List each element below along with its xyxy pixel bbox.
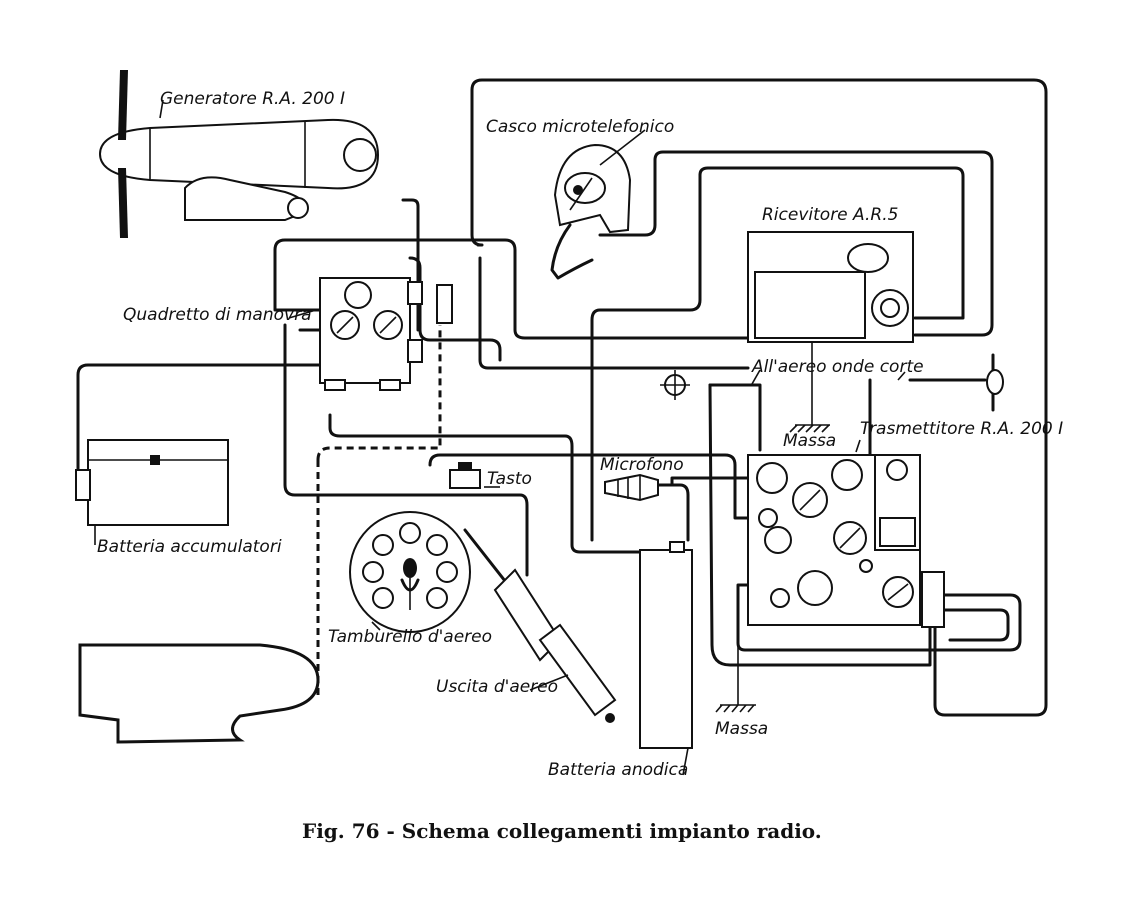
anode-battery-label: Batteria anodica (548, 760, 688, 780)
antenna-outlet-label: Uscita d'aereo (436, 677, 558, 697)
ground-label-receiver: Massa (783, 431, 836, 451)
control-panel: Quadretto di manovra (123, 277, 453, 391)
control-panel-label: Quadretto di manovra (123, 305, 312, 325)
receiver-label: Ricevitore A.R.5 (762, 205, 898, 225)
ground-symbol-transmitter: Massa (715, 585, 768, 739)
ground-symbol-receiver (789, 424, 830, 433)
ground-label-transmitter: Massa (715, 719, 768, 739)
figure-caption: Fig. 76 - Schema collegamenti impianto r… (302, 819, 822, 843)
transmitter-label: Trasmettitore R.A. 200 I (860, 419, 1063, 439)
morse-key: Tasto (449, 462, 532, 489)
headset: Casco microtelefonico (486, 117, 674, 280)
headset-label: Casco microtelefonico (486, 117, 674, 137)
microphone-label: Microfono (600, 455, 684, 475)
aircraft-outline (78, 643, 320, 744)
accumulator-battery: Batteria accumulatori (75, 439, 282, 557)
transmitter-ra200: Trasmettitore R.A. 200 I (747, 419, 1063, 628)
antenna-reel-label: Tamburello d'aereo (328, 627, 492, 647)
short-wave-antenna-label: All'aereo onde corte (751, 357, 924, 377)
antenna-reel: Tamburello d'aereo (328, 511, 492, 647)
antenna-outlet: Uscita d'aereo (436, 568, 617, 723)
generator-ra200: Generatore R.A. 200 I (98, 70, 380, 238)
accumulator-battery-label: Batteria accumulatori (97, 537, 282, 557)
microphone: Microfono (600, 455, 684, 502)
wiring (76, 78, 1048, 717)
transmitter-antenna-insulator (897, 353, 1004, 412)
anode-battery: Batteria anodica (548, 541, 693, 780)
short-wave-antenna-connector: All'aereo onde corte (660, 357, 924, 400)
receiver-ar5: Ricevitore A.R.5 Massa (747, 205, 914, 451)
generator-label: Generatore R.A. 200 I (160, 89, 345, 109)
key-label: Tasto (487, 469, 532, 489)
